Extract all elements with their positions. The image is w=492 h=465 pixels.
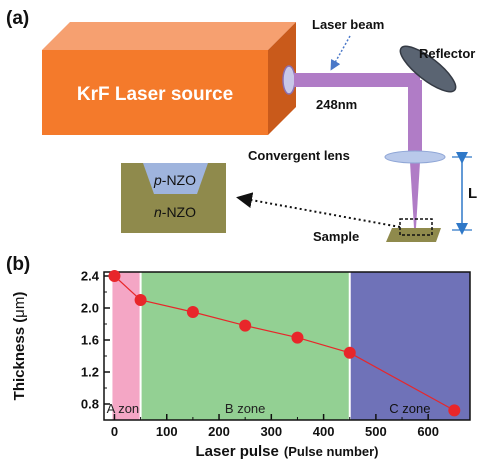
reflector-mirror — [399, 45, 457, 93]
laser-beam-label: Laser beam — [312, 17, 384, 32]
laser-beam-pointer — [330, 35, 351, 71]
x-tick-label: 100 — [156, 424, 178, 439]
x-tick-label: 0 — [111, 424, 118, 439]
y-tick-label: 2.0 — [81, 301, 99, 316]
sample-inset: p-NZO n-NZO — [121, 163, 226, 233]
laser-source-label: KrF Laser source — [77, 84, 233, 105]
x-tick-label: 600 — [417, 424, 439, 439]
x-tick-label: 300 — [260, 424, 282, 439]
sample-label: Sample — [313, 229, 359, 244]
zone-band — [112, 272, 141, 420]
convergent-lens — [384, 150, 446, 164]
data-point — [239, 319, 252, 332]
data-point — [108, 270, 121, 282]
y-tick-label: 0.8 — [81, 397, 99, 412]
x-tick-label: 200 — [208, 424, 230, 439]
zone-band — [140, 272, 350, 420]
inset-bottom-label: n-NZO — [154, 204, 196, 220]
inset-pointer — [236, 192, 401, 228]
laser-source-box: KrF Laser source — [42, 22, 296, 135]
wavelength-label: 248nm — [316, 97, 357, 112]
data-point — [134, 294, 147, 306]
setup-diagram: (a) KrF Laser source Reflector Laser bea… — [6, 8, 477, 244]
laser-box-front — [42, 50, 268, 135]
plot-frame — [103, 271, 471, 421]
y-axis-label: Thickness (μm) — [11, 292, 28, 401]
laser-box-top — [42, 22, 296, 50]
axes-layer: 0.8 1.2 1.6 2.0 2.4 0 100 200 300 400 500 600 — [81, 269, 471, 439]
laser-aperture — [282, 65, 296, 95]
zone-label: A zone — [107, 401, 147, 416]
series-layer — [108, 270, 461, 417]
laser-beam-focused — [410, 162, 420, 228]
lens-label: Convergent lens — [248, 148, 350, 163]
y-tick-label: 2.4 — [81, 269, 100, 284]
panel-a-label: (a) — [6, 8, 29, 29]
inset-top-label: p-NZO — [153, 172, 196, 188]
x-tick-label: 500 — [365, 424, 387, 439]
data-point — [186, 306, 199, 318]
zone-label: C zone — [389, 401, 430, 416]
zone-band — [349, 272, 470, 420]
inset-top-layer — [143, 163, 208, 194]
distance-label: L — [468, 185, 477, 202]
reflector-label: Reflector — [419, 46, 475, 61]
laser-box-side — [268, 22, 296, 135]
y-tick-label: 1.6 — [81, 333, 99, 348]
data-point — [343, 346, 356, 359]
x-tick-label: 400 — [313, 424, 335, 439]
laser-beam-horizontal — [294, 73, 420, 87]
data-point — [448, 404, 461, 417]
panel-b-label: (b) — [6, 254, 30, 275]
thickness-chart: (b) A zone B zone C zone 0.8 1.2 1.6 2.0 2.4 0 1… — [6, 254, 471, 460]
x-axis-label: Laser pulse(Pulse number) — [196, 443, 379, 460]
y-tick-label: 1.2 — [81, 365, 99, 380]
zone-label: B zone — [225, 401, 265, 416]
zones-layer: A zone B zone C zone — [107, 272, 470, 420]
data-point — [291, 331, 304, 344]
laser-beam-vertical — [408, 80, 422, 156]
